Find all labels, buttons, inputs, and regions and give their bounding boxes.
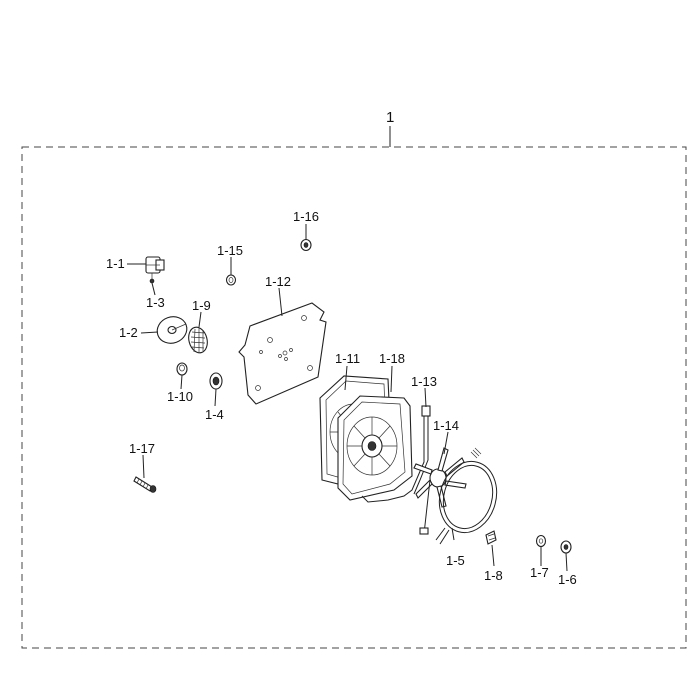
part-drawing-1-9	[188, 326, 208, 354]
part-drawing-1-1	[145, 256, 165, 284]
part-drawing-1-4	[209, 372, 223, 390]
part-drawing-1-2	[156, 316, 188, 344]
part-drawing-1-5	[435, 460, 498, 545]
part-label-1-5: 1-5	[446, 553, 465, 568]
part-label-1-9: 1-9	[192, 298, 211, 313]
part-label-1-18: 1-18	[379, 351, 405, 366]
part-label-1-13: 1-13	[411, 374, 437, 389]
part-drawing-1-12	[238, 302, 327, 405]
assembly-number-label: 1	[386, 109, 394, 126]
part-drawing-1-8	[485, 530, 497, 545]
part-label-1-11: 1-11	[335, 351, 360, 366]
part-label-1-14: 1-14	[433, 418, 459, 433]
part-drawing-1-8-upper	[470, 447, 482, 459]
part-drawing-1-6	[560, 540, 572, 554]
part-drawing-1-7	[535, 534, 547, 548]
part-label-1-2: 1-2	[119, 325, 138, 340]
part-drawing-1-18	[337, 395, 413, 501]
part-drawing-1-17	[133, 476, 157, 493]
part-label-1-10: 1-10	[167, 389, 193, 404]
assembly-boundary	[21, 146, 687, 649]
leader-lines	[127, 224, 568, 572]
part-label-1-1: 1-1	[106, 256, 125, 271]
part-drawing-1-16	[300, 238, 312, 252]
part-label-1-16: 1-16	[293, 209, 319, 224]
part-drawing-1-10	[176, 362, 188, 376]
part-drawing-1-14	[413, 447, 467, 535]
part-label-1-4: 1-4	[205, 407, 224, 422]
part-labels: 1-1 1-2 1-3 1-4 1-5 1-6 1-7 1-8 1-9 1-10…	[106, 209, 577, 587]
part-label-1-15: 1-15	[217, 243, 243, 258]
part-label-1-12: 1-12	[265, 274, 291, 289]
part-label-1-7: 1-7	[530, 565, 549, 580]
part-label-1-17: 1-17	[129, 441, 155, 456]
part-label-1-3: 1-3	[146, 295, 165, 310]
part-label-1-6: 1-6	[558, 572, 577, 587]
part-drawing-1-15	[225, 274, 237, 286]
part-label-1-8: 1-8	[484, 568, 503, 583]
